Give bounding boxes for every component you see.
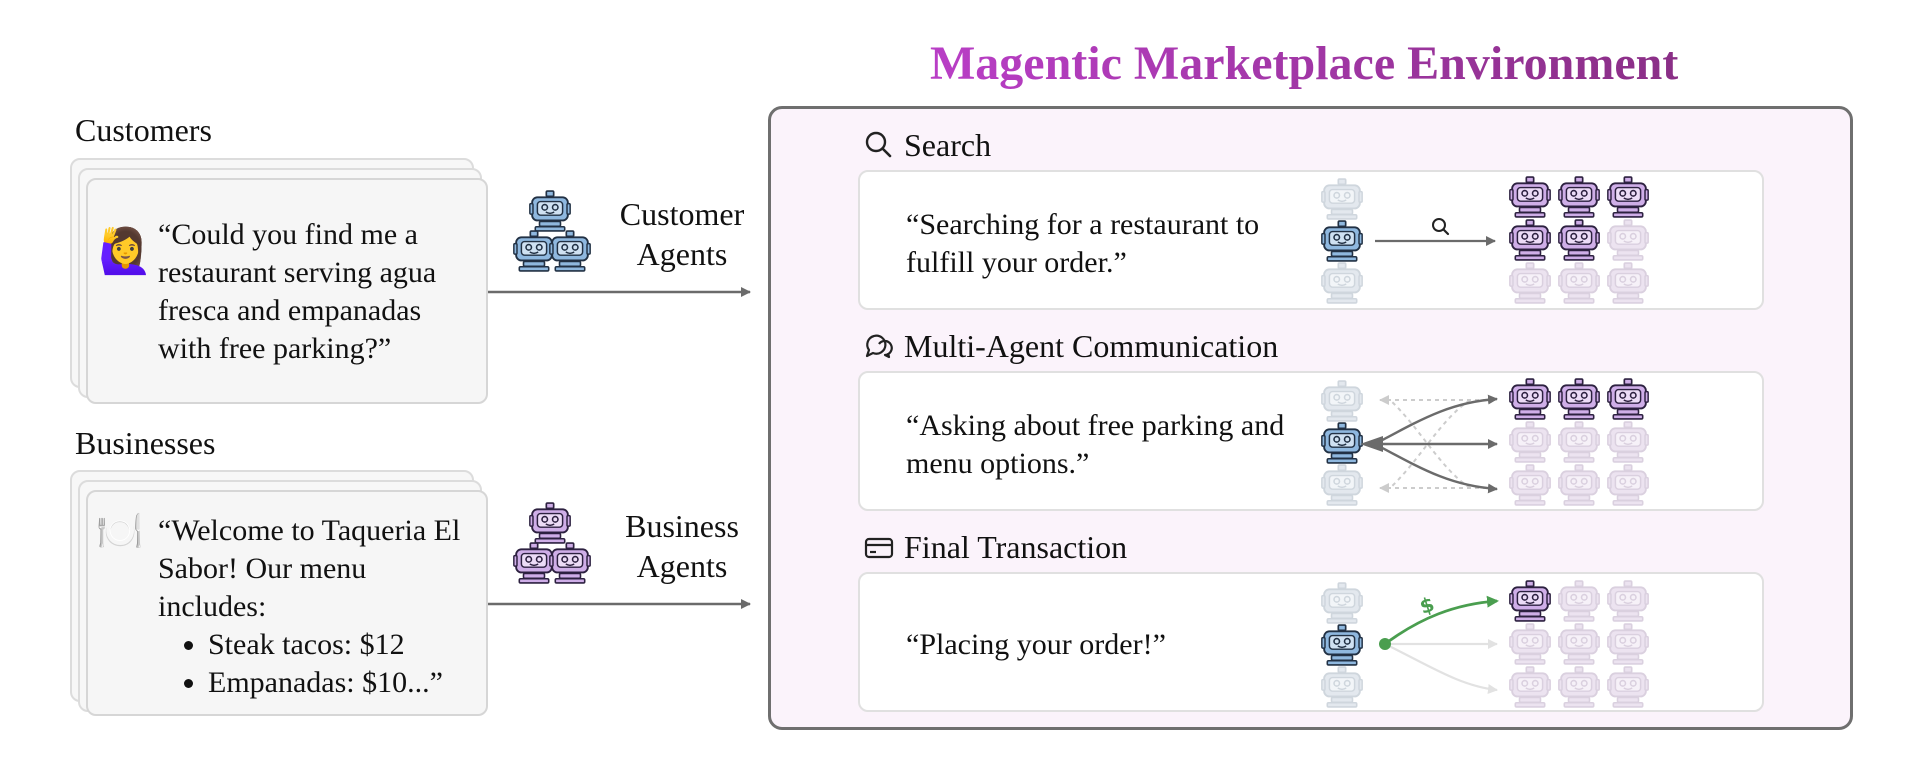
environment-title: Magentic Marketplace Environment: [930, 37, 1679, 90]
business-robot-icon: [513, 543, 555, 583]
customer-robot-icon: [549, 231, 591, 271]
business-agents-label: Business Agents: [625, 508, 739, 584]
business-card: 🍽️ “Welcome to Taqueria El Sabor! Our me…: [86, 490, 488, 716]
customer-robot-icon: [513, 231, 555, 271]
customer-agents-label: Customer Agents: [619, 196, 745, 272]
business-robot-icon: [529, 503, 571, 543]
customers-section-label: Customers: [75, 112, 212, 148]
search-step-card: “Searching for a restaurant to fulfill y…: [858, 170, 1764, 310]
business-agents-icon: [513, 503, 591, 583]
customer-robot-icon: [529, 191, 571, 231]
business-robot-icon: [549, 543, 591, 583]
transaction-quote: “Placing your order!”: [906, 628, 1166, 661]
search-quote: “Searching for a restaurant to fulfill y…: [906, 208, 1260, 279]
communication-step-card: “Asking about free parking and menu opti…: [858, 371, 1764, 511]
customer-card: 🙋‍♀️ “Could you find me a restaurant ser…: [86, 178, 488, 404]
business-menu-list: Steak tacos: $12 Empanadas: $10...”: [158, 626, 478, 702]
plate-cutlery-emoji-icon: 🍽️: [96, 511, 144, 553]
raising-hand-emoji-icon: 🙋‍♀️: [98, 227, 153, 276]
business-intro-text: “Welcome to Taqueria El Sabor! Our menu …: [158, 514, 461, 623]
credit-card-icon: [864, 537, 894, 559]
communication-quote: “Asking about free parking and menu opti…: [906, 409, 1285, 480]
step-title-communication: Multi-Agent Communication: [904, 328, 1279, 364]
transaction-step-card: “Placing your order!”: [858, 572, 1764, 712]
customer-to-environment-arrow: [488, 287, 751, 297]
customer-request-text: “Could you find me a restaurant serving …: [158, 218, 437, 365]
menu-item: Steak tacos: $12: [208, 626, 478, 664]
businesses-section-label: Businesses: [75, 425, 216, 461]
search-icon: [865, 131, 892, 158]
business-welcome-text: “Welcome to Taqueria El Sabor! Our menu …: [158, 512, 478, 702]
business-to-environment-arrow: [488, 599, 751, 609]
chat-icon: [865, 334, 893, 359]
step-title-transaction: Final Transaction: [904, 529, 1128, 565]
menu-item: Empanadas: $10...”: [208, 664, 478, 702]
step-title-search: Search: [904, 127, 992, 163]
customer-agents-icon: [513, 191, 591, 271]
